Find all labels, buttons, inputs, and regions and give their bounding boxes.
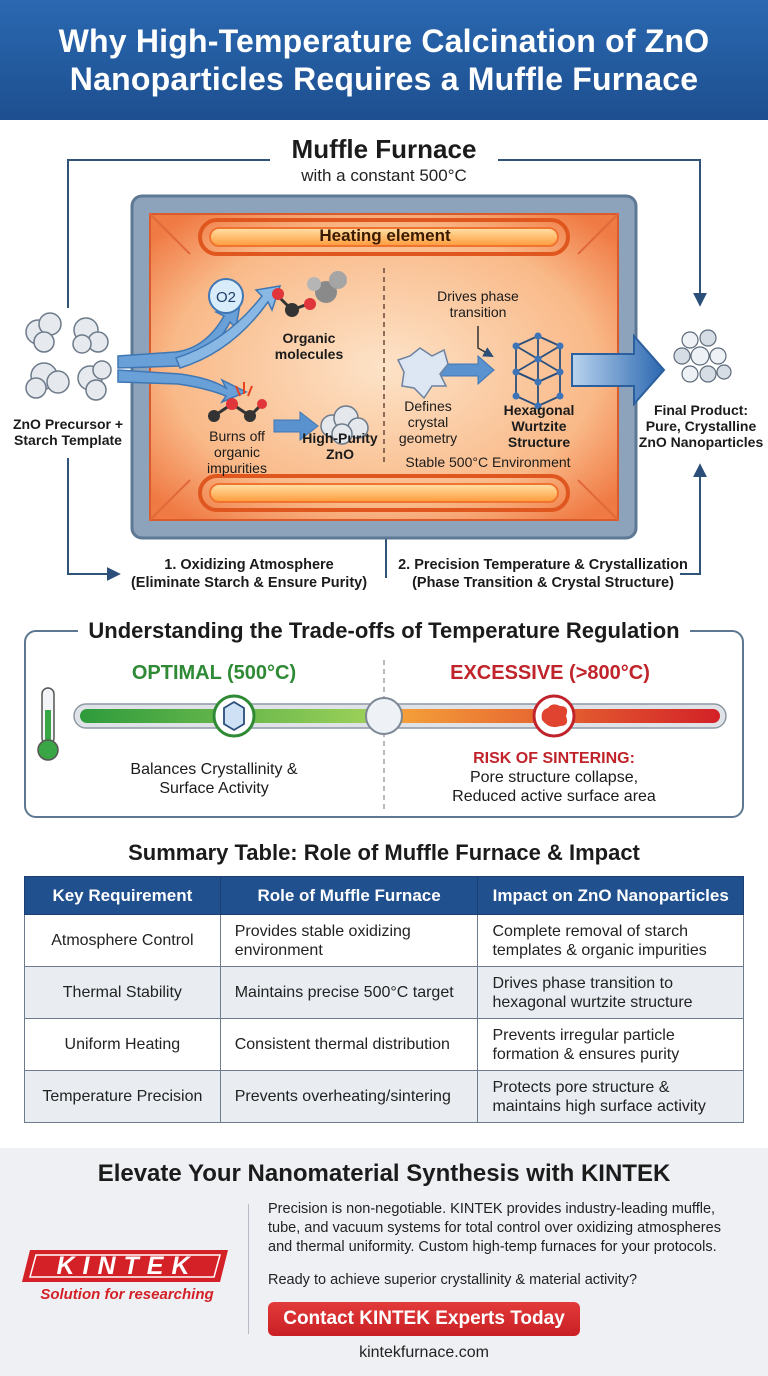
footer-title: Elevate Your Nanomaterial Synthesis with… [97, 1160, 671, 1187]
row-requirement: Thermal Stability [24, 966, 221, 1019]
header-role: Role of Muffle Furnace [219, 876, 479, 915]
furnace-subtitle: with a constant 500°C [301, 166, 467, 185]
header-impact: Impact on ZnO Nanoparticles [477, 876, 744, 915]
crystal-geometry-icon [396, 347, 449, 400]
optimal-crystal-icon [212, 694, 256, 738]
page-title: Why High-Temperature Calcination of ZnO … [0, 22, 768, 98]
contact-experts-button[interactable]: Contact KINTEK Experts Today [268, 1302, 580, 1336]
final-particles-icon [673, 329, 732, 383]
optimal-label: OPTIMAL (500°C) [131, 662, 297, 684]
lattice-atoms [512, 332, 564, 410]
step-1-label: 1. Oxidizing Atmosphere(Eliminate Starch… [130, 557, 368, 591]
precursor-particles-icon [25, 312, 112, 401]
crystallize-arrow [439, 354, 495, 386]
temperature-slider-knob[interactable] [365, 697, 403, 735]
row-role: Consistent thermal distribution [219, 1018, 479, 1071]
kintek-tagline: Solution for researching [40, 1286, 214, 1303]
footer-question: Ready to achieve superior crystallinity … [268, 1272, 638, 1288]
high-purity-zno-icon [320, 405, 369, 445]
oxygen-icon [208, 278, 244, 314]
table-row: Atmosphere Control Provides stable oxidi… [24, 914, 744, 967]
row-requirement: Uniform Heating [24, 1018, 221, 1071]
footer-paragraph: Precision is non-negotiable. KINTEK prov… [268, 1201, 721, 1255]
title-line-2: Nanoparticles Requires a Muffle Furnace [69, 61, 699, 97]
tradeoff-title: Understanding the Trade-offs of Temperat… [40, 618, 728, 644]
row-requirement: Atmosphere Control [24, 914, 221, 967]
heating-coil-bottom [198, 474, 570, 512]
header-key-requirement: Key Requirement [24, 876, 221, 915]
organic-molecule-icon [272, 271, 347, 317]
row-role: Prevents overheating/sintering [219, 1070, 479, 1123]
precursor-label: ZnO Precursor +Starch Template [12, 416, 124, 448]
row-role: Maintains precise 500°C target [219, 966, 479, 1019]
header-banner: Why High-Temperature Calcination of ZnO … [0, 0, 768, 120]
table-row: Uniform Heating Consistent thermal distr… [24, 1018, 744, 1071]
heating-element-label: Heating element [319, 226, 451, 245]
table-row: Thermal Stability Maintains precise 500°… [24, 966, 744, 1019]
impurity-molecule-icon [208, 382, 267, 422]
process-loop-lines [67, 159, 707, 581]
furnace-diagram: O2 [25, 159, 732, 581]
summary-table-title: Summary Table: Role of Muffle Furnace & … [128, 840, 640, 865]
optimal-description: Balances Crystallinity &Surface Activity [130, 761, 298, 797]
o2-label: O2 [216, 289, 236, 306]
footer-divider [248, 1204, 249, 1334]
output-arrow [571, 333, 666, 407]
title-line-1: Why High-Temperature Calcination of ZnO [58, 23, 710, 59]
sintering-blob-icon [532, 694, 576, 738]
stable-environment-label: Stable 500°C Environment [405, 454, 571, 470]
table-header-row: Key Requirement Role of Muffle Furnace I… [24, 876, 744, 915]
kintek-logo [22, 1250, 228, 1282]
risk-description: Pore structure collapse,Reduced active s… [452, 769, 656, 805]
heating-coil-top [198, 218, 570, 256]
purify-arrow [273, 410, 319, 442]
summary-table: Key Requirement Role of Muffle Furnace I… [24, 876, 744, 1123]
excessive-label: EXCESSIVE (>800°C) [450, 662, 650, 684]
website-link[interactable]: kintekfurnace.com [359, 1344, 489, 1361]
step-2-label: 2. Precision Temperature & Crystallizati… [398, 557, 688, 591]
thermometer-icon [37, 687, 59, 761]
furnace-title: Muffle Furnace [291, 134, 477, 164]
furnace-section: O2 [0, 120, 768, 618]
row-requirement: Temperature Precision [24, 1070, 221, 1123]
table-row: Temperature Precision Prevents overheati… [24, 1070, 744, 1123]
row-impact: Protects pore structure &maintains high … [477, 1070, 744, 1123]
kintek-logo-text: KINTEK [56, 1252, 198, 1280]
temperature-scale [37, 660, 727, 812]
risk-title: RISK OF SINTERING: [473, 750, 635, 767]
